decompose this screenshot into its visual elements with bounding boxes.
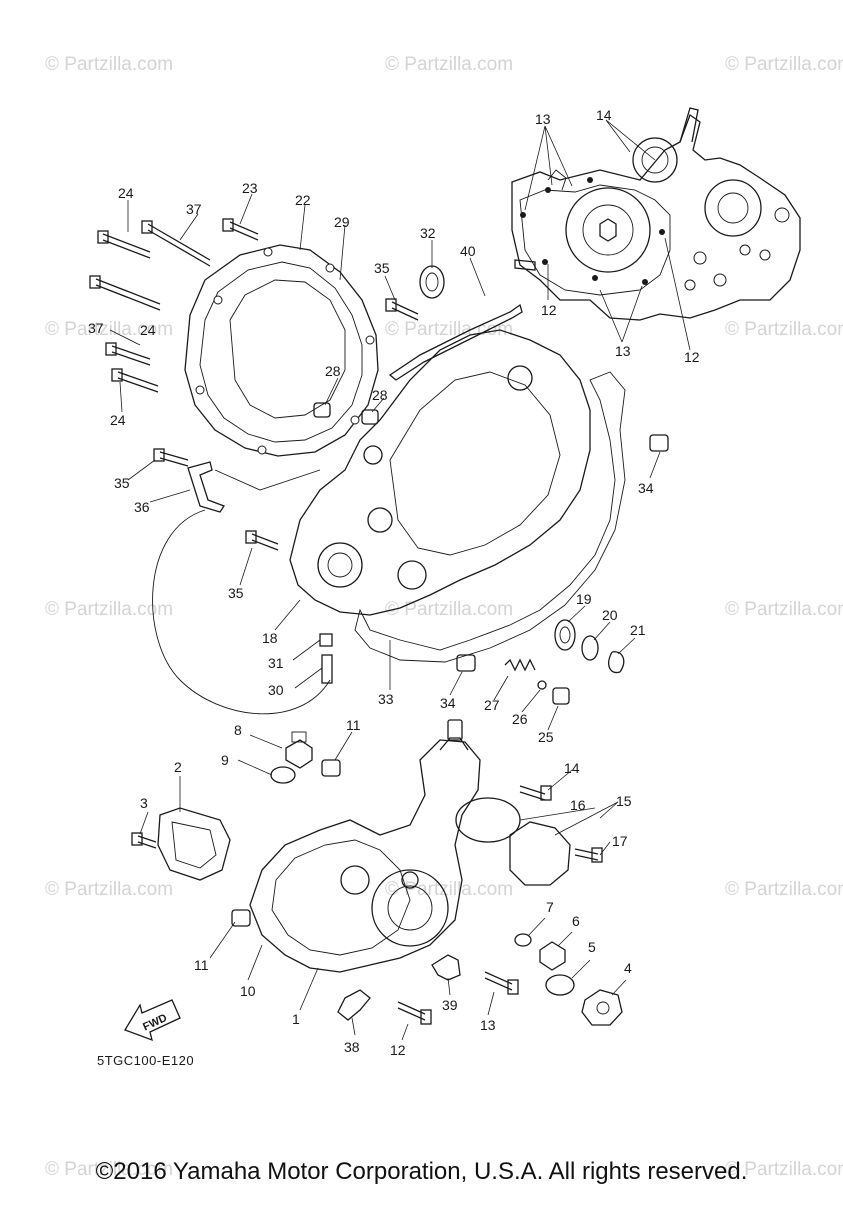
watermark: © Partzilla.com xyxy=(725,1159,843,1180)
watermark: © Partzilla.com xyxy=(385,54,513,75)
callout-11: 11 xyxy=(194,957,209,973)
copyright-notice: ©2016 Yamaha Motor Corporation, U.S.A. A… xyxy=(95,1158,748,1185)
watermark-layer: © Partzilla.com © Partzilla.com © Partzi… xyxy=(45,54,843,1180)
callout-35: 35 xyxy=(374,260,390,276)
watermark: © Partzilla.com xyxy=(725,599,843,620)
callout-12: 12 xyxy=(390,1042,406,1058)
callout-31: 31 xyxy=(268,655,284,671)
callout-1: 1 xyxy=(292,1011,300,1027)
callout-10: 10 xyxy=(240,983,256,999)
callout-13: 13 xyxy=(535,111,551,127)
callout-12: 12 xyxy=(684,349,700,365)
callout-24: 24 xyxy=(118,185,134,201)
watermark: © Partzilla.com xyxy=(725,879,843,900)
callout-3: 3 xyxy=(140,795,148,811)
watermark: © Partzilla.com xyxy=(725,319,843,340)
watermark: © Partzilla.com xyxy=(45,54,173,75)
callout-39: 39 xyxy=(442,997,458,1013)
watermark: © Partzilla.com xyxy=(45,599,173,620)
callout-32: 32 xyxy=(420,225,436,241)
callout-labels: 13 14 12 13 12 24 37 23 22 29 32 40 35 3… xyxy=(88,107,700,1058)
callout-37: 37 xyxy=(186,201,202,217)
callout-26: 26 xyxy=(512,711,528,727)
callout-5: 5 xyxy=(588,939,596,955)
watermark: © Partzilla.com xyxy=(725,54,843,75)
callout-28: 28 xyxy=(325,363,341,379)
watermark: © Partzilla.com xyxy=(45,319,173,340)
callout-6: 6 xyxy=(572,913,580,929)
callout-9: 9 xyxy=(221,752,229,768)
callout-29: 29 xyxy=(334,214,350,230)
callout-27: 27 xyxy=(484,697,500,713)
watermark: © Partzilla.com xyxy=(385,599,513,620)
callout-14: 14 xyxy=(564,760,580,776)
callout-19: 19 xyxy=(576,591,592,607)
callout-38: 38 xyxy=(344,1039,360,1055)
callout-24: 24 xyxy=(140,322,156,338)
callout-4: 4 xyxy=(624,960,632,976)
fwd-arrow-icon: FWD xyxy=(124,999,181,1042)
callout-35: 35 xyxy=(114,475,130,491)
callout-13: 13 xyxy=(480,1017,496,1033)
watermark: © Partzilla.com xyxy=(45,879,173,900)
engine-case-illustration xyxy=(511,107,801,321)
callout-25: 25 xyxy=(538,729,554,745)
clutch-cover-illustration xyxy=(89,218,379,457)
callout-40: 40 xyxy=(460,243,476,259)
watermark: © Partzilla.com xyxy=(385,319,513,340)
callout-13: 13 xyxy=(615,343,631,359)
callout-35: 35 xyxy=(228,585,244,601)
callout-28: 28 xyxy=(372,387,388,403)
callout-21: 21 xyxy=(630,622,646,638)
callout-17: 17 xyxy=(612,833,628,849)
callout-18: 18 xyxy=(262,630,278,646)
callout-23: 23 xyxy=(242,180,258,196)
callout-34: 34 xyxy=(440,695,456,711)
leader-lines xyxy=(109,119,691,1041)
callout-34: 34 xyxy=(638,480,654,496)
callout-37: 37 xyxy=(88,320,104,336)
callout-22: 22 xyxy=(295,192,311,208)
callout-20: 20 xyxy=(602,607,618,623)
callout-7: 7 xyxy=(546,899,554,915)
callout-11: 11 xyxy=(346,717,361,733)
watermark: © Partzilla.com xyxy=(45,1159,173,1180)
callout-36: 36 xyxy=(134,499,150,515)
diagram-code: 5TGC100-E120 xyxy=(97,1053,194,1068)
callout-2: 2 xyxy=(174,759,182,775)
callout-24: 24 xyxy=(110,412,126,428)
callout-33: 33 xyxy=(378,691,394,707)
callout-15: 15 xyxy=(616,793,632,809)
water-pump-cover-illustration xyxy=(131,719,623,1026)
callout-14: 14 xyxy=(596,107,612,123)
callout-30: 30 xyxy=(268,682,284,698)
callout-12: 12 xyxy=(541,302,557,318)
callout-8: 8 xyxy=(234,722,242,738)
callout-16: 16 xyxy=(570,797,586,813)
